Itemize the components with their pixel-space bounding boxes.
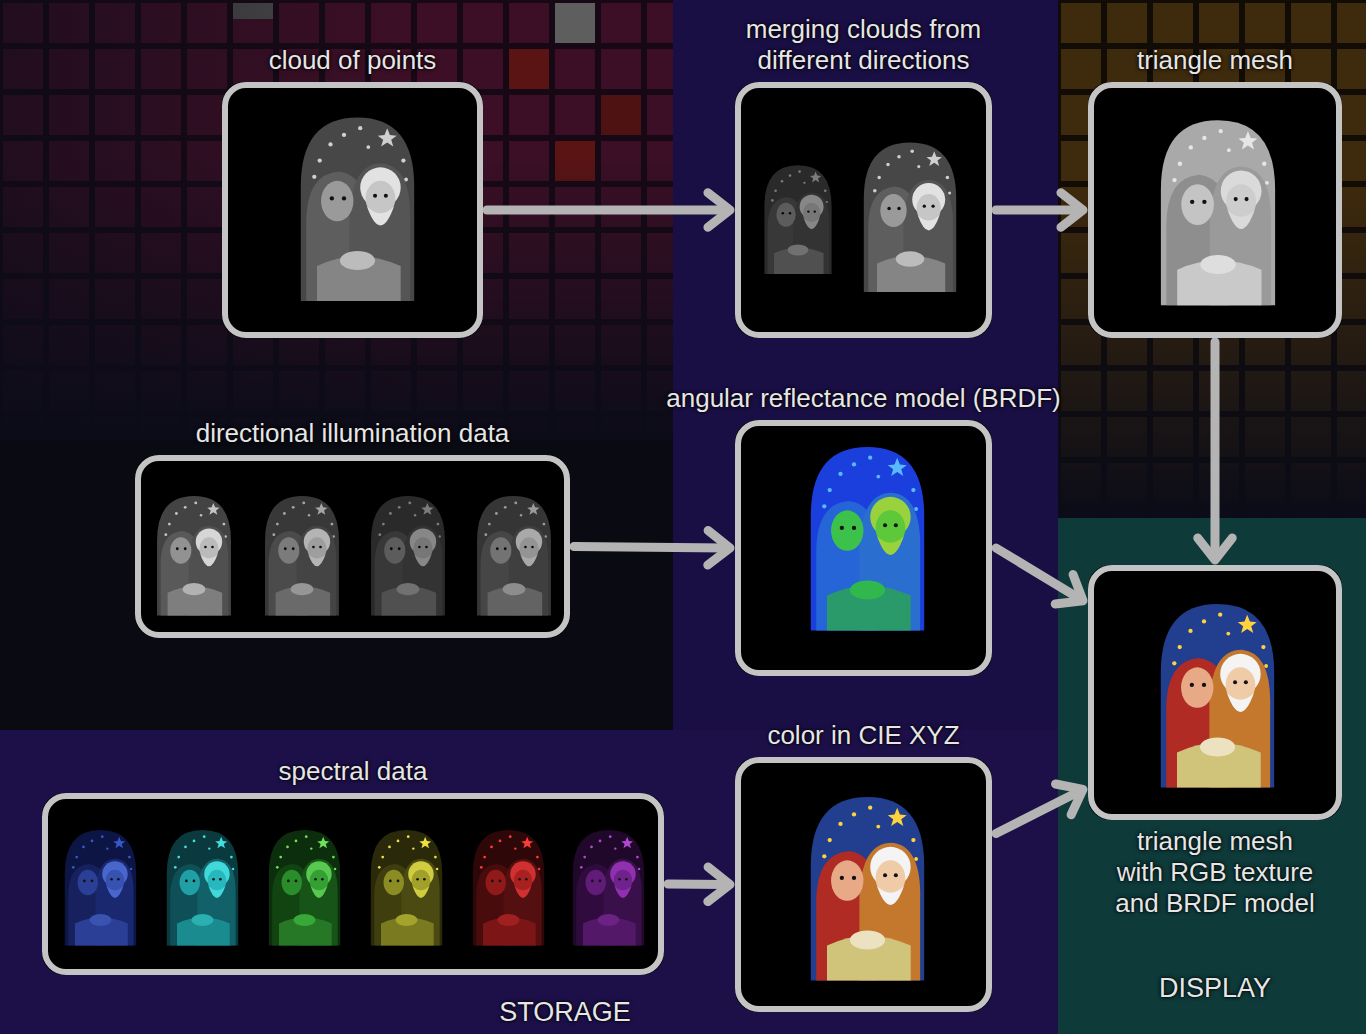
lit-figure (265, 496, 339, 616)
frame-heading: color in CIE XYZ (714, 720, 1014, 751)
storage-band (0, 730, 1058, 1034)
region-label: DISPLAY (1075, 972, 1355, 1004)
arrow-head (1055, 575, 1083, 604)
flow-arrow (1198, 342, 1232, 560)
brdf-figure (811, 447, 924, 631)
frame-heading: merging clouds from different directions (714, 14, 1014, 76)
image-frame: cloud of points (222, 82, 483, 338)
frame-heading: cloud of points (203, 45, 503, 76)
region-label: STORAGE (365, 996, 765, 1028)
spectral-figure (371, 830, 442, 946)
text-slot: cloud of points (203, 45, 503, 76)
spectral-figure (269, 830, 340, 946)
flow-arrow (668, 867, 730, 901)
arrow-head (708, 531, 730, 565)
arrow-head (708, 193, 730, 227)
frame-fill (735, 420, 992, 676)
flow-arrow (996, 784, 1083, 834)
arrow-head (1061, 193, 1083, 227)
frame-heading: angular reflectance model (BRDF) (624, 383, 1104, 414)
flow-arrow (574, 531, 730, 565)
lit-figure (477, 496, 551, 616)
image-frame: color in CIE XYZ (735, 757, 992, 1012)
point-cloud-figure (301, 117, 414, 301)
grid-fade (0, 0, 673, 440)
arrow-shaft (668, 880, 726, 889)
arrow-shaft (996, 791, 1079, 833)
text-slot: spectral data (203, 756, 503, 787)
frame-fill (1088, 82, 1342, 338)
frame-fill (735, 82, 992, 338)
flow-arrow (487, 193, 730, 227)
arrow-shaft (487, 206, 726, 215)
arrow-head (1056, 784, 1083, 815)
text-slot: color in CIE XYZ (714, 720, 1014, 751)
arrow-shaft (996, 548, 1080, 599)
frame-heading: triangle mesh with RGB texture and BRDF … (1112, 826, 1318, 920)
textured-figure (1161, 604, 1274, 788)
frame-fill (1088, 565, 1342, 820)
text-slot: directional illumination data (133, 418, 573, 449)
dark-ground (0, 440, 673, 730)
grid-ground (0, 0, 673, 440)
grid-fade (0, 0, 673, 440)
flow-arrow (996, 193, 1083, 227)
text-slot: STORAGE (365, 996, 765, 1028)
color-figure (811, 797, 924, 981)
lit-figure (157, 496, 231, 616)
frame-fill (42, 793, 664, 975)
display-panel (1058, 518, 1366, 1034)
frame-heading: directional illumination data (133, 418, 573, 449)
text-slot: triangle mesh with RGB texture and BRDF … (1112, 826, 1318, 920)
image-frame: spectral data (42, 793, 664, 975)
spectral-figure (65, 830, 136, 946)
flow-arrow (996, 548, 1083, 604)
mesh-figure (1161, 120, 1275, 305)
spectral-figure (167, 830, 238, 946)
image-frame: angular reflectance model (BRDF) (735, 420, 992, 676)
region-band: DISPLAY triangle mesh with RGB texture an… (1058, 518, 1366, 1034)
purple-column (673, 0, 1058, 730)
image-frame: triangle mesh with RGB texture and BRDF … (1088, 565, 1342, 820)
arrow-head (708, 867, 730, 901)
text-slot: merging clouds from different directions (714, 14, 1014, 76)
text-slot: triangle mesh (1065, 45, 1365, 76)
frame-fill (735, 757, 992, 1012)
lit-figure (371, 496, 445, 616)
image-frame: directional illumination data (135, 455, 570, 638)
frame-fill (222, 82, 483, 338)
region-band: STORAGE spectral data color in CIE XYZ (0, 730, 1058, 1034)
point-cloud-figure (864, 142, 956, 292)
spectral-figure (573, 830, 644, 946)
arrow-head (1198, 538, 1232, 560)
frame-heading: triangle mesh (1065, 45, 1365, 76)
frame-fill (135, 455, 570, 638)
image-frame: triangle mesh (1088, 82, 1342, 338)
arrow-shaft (1211, 342, 1220, 556)
text-slot: angular reflectance model (BRDF) (624, 383, 1104, 414)
image-frame: merging clouds from different directions (735, 82, 992, 338)
point-cloud-figure (764, 165, 831, 274)
arrow-shaft (996, 206, 1079, 215)
spectral-figure (473, 830, 544, 946)
arrow-shaft (574, 547, 726, 548)
frame-heading: spectral data (203, 756, 503, 787)
grid-tiles (0, 0, 673, 440)
text-slot: DISPLAY (1075, 972, 1355, 1004)
